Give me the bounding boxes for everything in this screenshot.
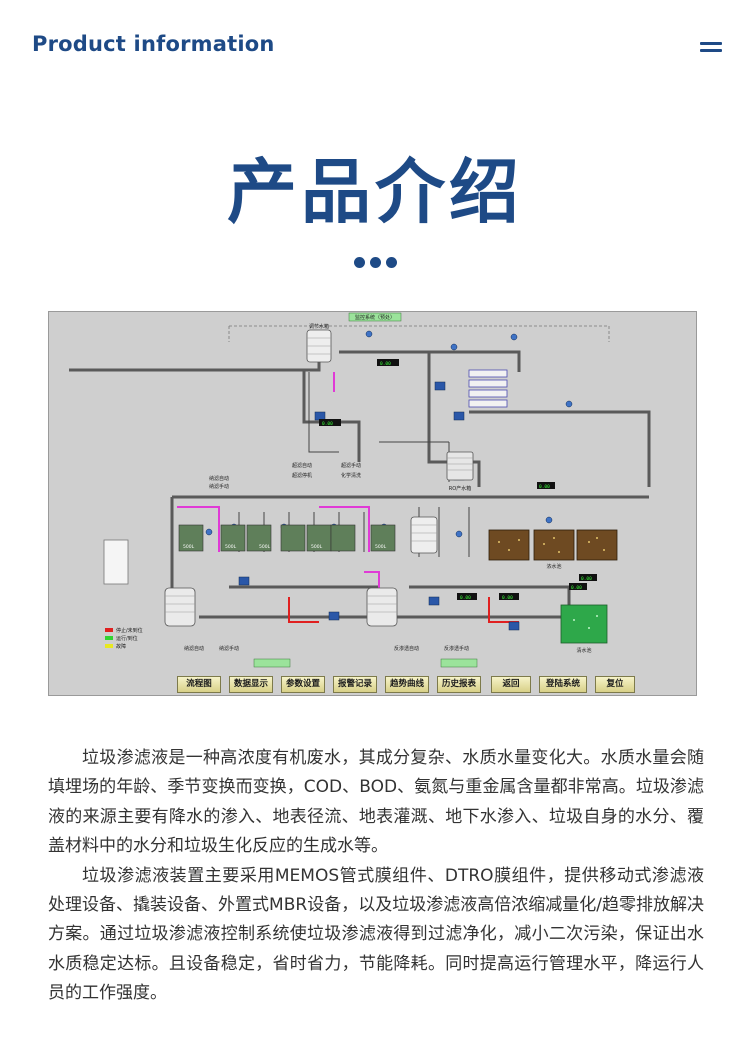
scada-button-login[interactable]: 登陆系统 (539, 676, 587, 693)
page-title: 产品介绍 (227, 151, 523, 233)
area-label: 纳滤手动 (209, 483, 229, 490)
description-paragraph: 垃圾渗滤液是一种高浓度有机废水，其成分复杂、水质水量变化大。水质水量会随填埋场的… (48, 748, 704, 857)
scada-button-data[interactable]: 数据显示 (229, 676, 273, 693)
scada-top-label: 监控系统（预处） (355, 314, 395, 321)
status-value: 0.00 (571, 585, 582, 591)
area-label: 纳滤自动 (184, 645, 204, 652)
area-label: 超滤手动 (341, 462, 361, 469)
tank-volume: 500L (311, 544, 323, 550)
status-value: 0.00 (460, 595, 471, 601)
tank-volume: 500L (183, 544, 195, 550)
tank-tag: RO产水箱 (449, 485, 471, 492)
scada-button-back[interactable]: 返回 (491, 676, 531, 693)
title-dots-decoration (0, 253, 750, 268)
area-label: 反渗透自动 (394, 645, 419, 652)
status-value: 0.00 (581, 576, 592, 582)
scada-button-flowchart[interactable]: 流程图 (177, 676, 221, 693)
tank-tag: 清水池 (576, 647, 591, 654)
status-value: 0.00 (502, 595, 513, 601)
legend-label: 停止/未到位 (116, 627, 143, 634)
site-header: Product information (0, 0, 750, 92)
menu-icon-line (700, 42, 722, 45)
tank-volume: 500L (375, 544, 387, 550)
area-label: 超滤停机 (292, 472, 312, 479)
scada-drawing: 监控系统（预处） (69, 312, 651, 668)
legend-label: 运行/到位 (116, 635, 138, 642)
tank-volume: 500L (225, 544, 237, 550)
description-paragraph: 垃圾渗滤液装置主要采用MEMOS管式膜组件、DTRO膜组件，提供移动式渗滤液处理… (48, 865, 704, 1004)
scada-button-history[interactable]: 历史报表 (437, 676, 481, 693)
area-label: 超滤自动 (292, 462, 312, 469)
tank-volume: 500L (259, 544, 271, 550)
menu-icon-line (700, 49, 722, 52)
scada-button-params[interactable]: 参数设置 (281, 676, 325, 693)
area-label: 反渗透手动 (444, 645, 469, 652)
brand-title[interactable]: Product information (32, 32, 275, 56)
tank-tag: 浓水池 (546, 563, 561, 570)
status-value: 0.00 (539, 484, 550, 490)
legend-label: 故障 (116, 643, 126, 650)
scada-button-row: 流程图 数据显示 参数设置 报警记录 趋势曲线 历史报表 返回 登陆系统 复位 (177, 676, 692, 694)
area-label: 纳滤自动 (209, 475, 229, 482)
scada-button-reset[interactable]: 复位 (595, 676, 635, 693)
area-label: 化学清洗 (341, 472, 361, 479)
area-label: 纳滤手动 (219, 645, 239, 652)
menu-icon[interactable] (700, 40, 724, 54)
scada-button-trend[interactable]: 趋势曲线 (385, 676, 429, 693)
tank-tag: 调节水箱 (309, 323, 329, 330)
scada-button-alarms[interactable]: 报警记录 (333, 676, 377, 693)
status-value: 0.00 (322, 421, 333, 427)
product-description: 垃圾渗滤液是一种高浓度有机废水，其成分复杂、水质水量变化大。水质水量会随填埋场的… (48, 744, 704, 1009)
scada-process-diagram: 监控系统（预处） (48, 311, 697, 696)
status-value: 0.00 (380, 361, 391, 367)
